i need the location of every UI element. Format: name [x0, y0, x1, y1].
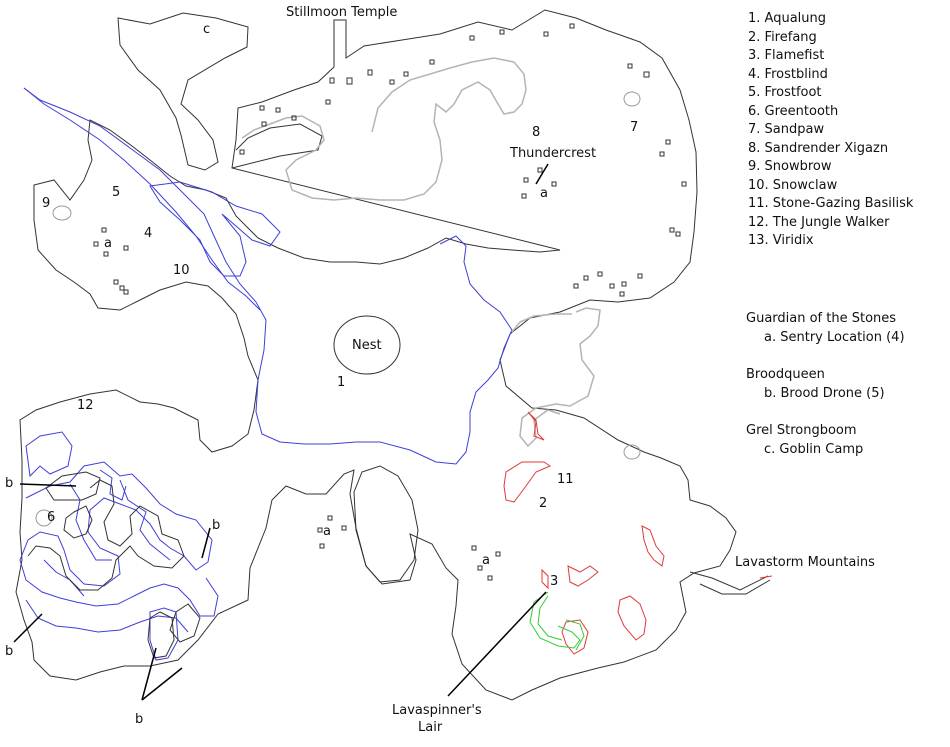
- marker-3: 3: [550, 574, 559, 589]
- stone-path-south: [511, 307, 601, 448]
- marker-b-south: b: [135, 712, 144, 727]
- nest-mound: [333, 315, 401, 375]
- lavaspinners-lair-area: [529, 591, 585, 651]
- legend-group-sub: a. Sentry Location (4): [764, 330, 905, 345]
- marker-7: 7: [630, 120, 639, 135]
- marker-12: 12: [77, 398, 94, 413]
- terrain-island: [353, 465, 419, 583]
- legend-group-sub: b. Brood Drone (5): [764, 386, 885, 401]
- marker-11: 11: [557, 472, 574, 487]
- lava-pools: [503, 411, 665, 655]
- marker-b-west: b: [5, 476, 14, 491]
- marker-5: 5: [112, 185, 121, 200]
- legend-group-title: Broodqueen: [746, 367, 825, 382]
- label-stillmoon-temple: Stillmoon Temple: [286, 5, 398, 20]
- marker-a-center: a: [323, 524, 331, 539]
- terrain-ridge: [231, 123, 323, 169]
- legend-item: 4. Frostblind: [748, 66, 828, 82]
- legend-item: 13. Viridix: [748, 233, 814, 248]
- legend-item: 12. The Jungle Walker: [748, 214, 890, 230]
- marker-2: 2: [539, 496, 548, 511]
- terrain-outline-main: [15, 9, 737, 701]
- terrain-ring-south: [35, 509, 53, 527]
- legend-item: 9. Snowbrow: [748, 159, 832, 174]
- legend-item: 8. Sandrender Xigazn: [748, 140, 889, 156]
- marker-1: 1: [337, 375, 346, 390]
- label-lavaspinners-lair-line1: Lavaspinner's: [392, 703, 482, 718]
- legend-item: 11. Stone-Gazing Basilisk: [748, 196, 914, 211]
- stone-path: [241, 57, 527, 201]
- legend-group-title: Guardian of the Stones: [746, 311, 897, 326]
- marker-b-southwest: b: [5, 644, 14, 659]
- stones: [93, 23, 687, 581]
- legend-item: 6. Greentooth: [748, 103, 839, 119]
- lavastorm-corridor: [689, 571, 771, 595]
- label-lavaspinners-lair-line2: Lair: [418, 720, 443, 735]
- legend-item: 3. Flamefist: [748, 48, 825, 63]
- river-bank: [23, 87, 261, 311]
- terrain-ring-east: [623, 91, 641, 107]
- marker-4: 4: [144, 226, 153, 241]
- label-nest: Nest: [352, 338, 382, 353]
- legend-item: 10. Snowclaw: [748, 177, 838, 193]
- marker-8: 8: [532, 125, 541, 140]
- river-lagoon: [149, 181, 281, 277]
- legend-group-sub: c. Goblin Camp: [764, 442, 864, 457]
- lavastorm-corridor-lava: [759, 575, 773, 579]
- marker-a-thundercrest: a: [540, 186, 548, 201]
- marker-10: 10: [173, 263, 190, 278]
- legend-group-broodqueen: Broodqueen b. Brood Drone (5): [746, 365, 885, 403]
- jungle-paths: [19, 431, 219, 661]
- legend-item: 2. Firefang: [748, 29, 817, 45]
- marker-b-east: b: [212, 518, 221, 533]
- label-thundercrest: Thundercrest: [510, 146, 597, 161]
- legend-group-grel: Grel Strongboom c. Goblin Camp: [746, 421, 863, 459]
- terrain-ring-west: [52, 205, 72, 221]
- label-lavastorm-mountains: Lavastorm Mountains: [735, 555, 875, 570]
- marker-6: 6: [47, 510, 56, 525]
- legend-item: 1. Aqualung: [748, 11, 826, 26]
- marker-9: 9: [42, 196, 51, 211]
- legend-item: 7. Sandpaw: [748, 122, 825, 137]
- terrain-ring-pool: [623, 444, 641, 460]
- legend-list: 1. Aqualung 2. Firefang 3. Flamefist 4. Fro…: [748, 10, 913, 251]
- marker-c: c: [203, 22, 211, 37]
- marker-a-south: a: [482, 553, 490, 568]
- jungle-outlines: [27, 471, 201, 659]
- marker-a-west: a: [104, 236, 112, 251]
- legend-group-title: Grel Strongboom: [746, 423, 857, 438]
- legend-group-guardian: Guardian of the Stones a. Sentry Locatio…: [746, 309, 905, 347]
- terrain-outline: [117, 12, 249, 171]
- pointer-lines: [13, 163, 549, 701]
- river: [23, 87, 513, 465]
- legend-item: 5. Frostfoot: [748, 85, 822, 100]
